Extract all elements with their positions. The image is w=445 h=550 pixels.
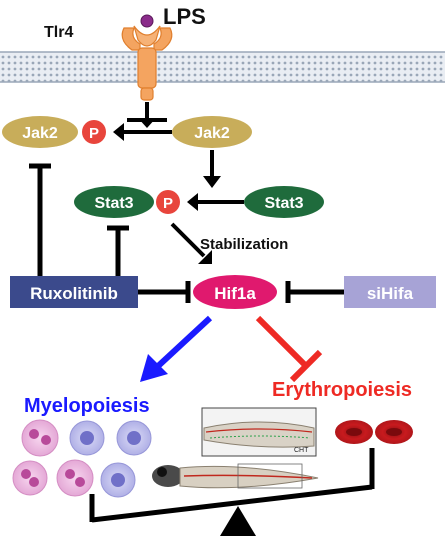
- ruxolitinib-label: Ruxolitinib: [30, 284, 118, 303]
- jak2-phospho-label: Jak2: [22, 125, 58, 142]
- lps-ligand-icon: [140, 14, 154, 28]
- balance-scale-icon: [89, 448, 375, 536]
- hif1a-node: Hif1a: [193, 275, 277, 309]
- stat3-phospho-node: Stat3: [74, 186, 154, 218]
- erythropoiesis-label: Erythropoiesis: [272, 379, 412, 401]
- jak2-phospho-node: Jak2: [2, 116, 78, 148]
- sihifa-node: siHifa: [344, 276, 436, 308]
- phospho-badge-1: P: [82, 120, 106, 144]
- myelopoiesis-label: Myelopoiesis: [24, 395, 150, 417]
- stat3-node: Stat3: [244, 186, 324, 218]
- sihifa-label: siHifa: [367, 284, 414, 303]
- stat3-label: Stat3: [264, 195, 303, 212]
- lps-label: LPS: [163, 4, 206, 29]
- jak2-node: Jak2: [172, 116, 252, 148]
- stabilization-label: Stabilization: [200, 236, 288, 253]
- ruxolitinib-node: Ruxolitinib: [10, 276, 138, 308]
- tlr4-label: Tlr4: [44, 24, 73, 41]
- phospho-badge-2: P: [156, 190, 180, 214]
- hif1a-label: Hif1a: [214, 284, 256, 303]
- myeloid-cells-icon: [12, 419, 152, 498]
- stat3-phospho-label: Stat3: [94, 195, 133, 212]
- svg-text:P: P: [163, 195, 173, 212]
- zebrafish-cht-inset: CHT: [201, 407, 317, 457]
- tlr4-receptor-icon: [121, 25, 173, 101]
- zebrafish-larva-icon: [152, 463, 319, 489]
- jak2-label: Jak2: [194, 125, 230, 142]
- svg-text:P: P: [89, 125, 99, 142]
- cell-membrane: [0, 51, 445, 83]
- cht-label: CHT: [294, 447, 309, 454]
- red-blood-cells-icon: [335, 420, 413, 444]
